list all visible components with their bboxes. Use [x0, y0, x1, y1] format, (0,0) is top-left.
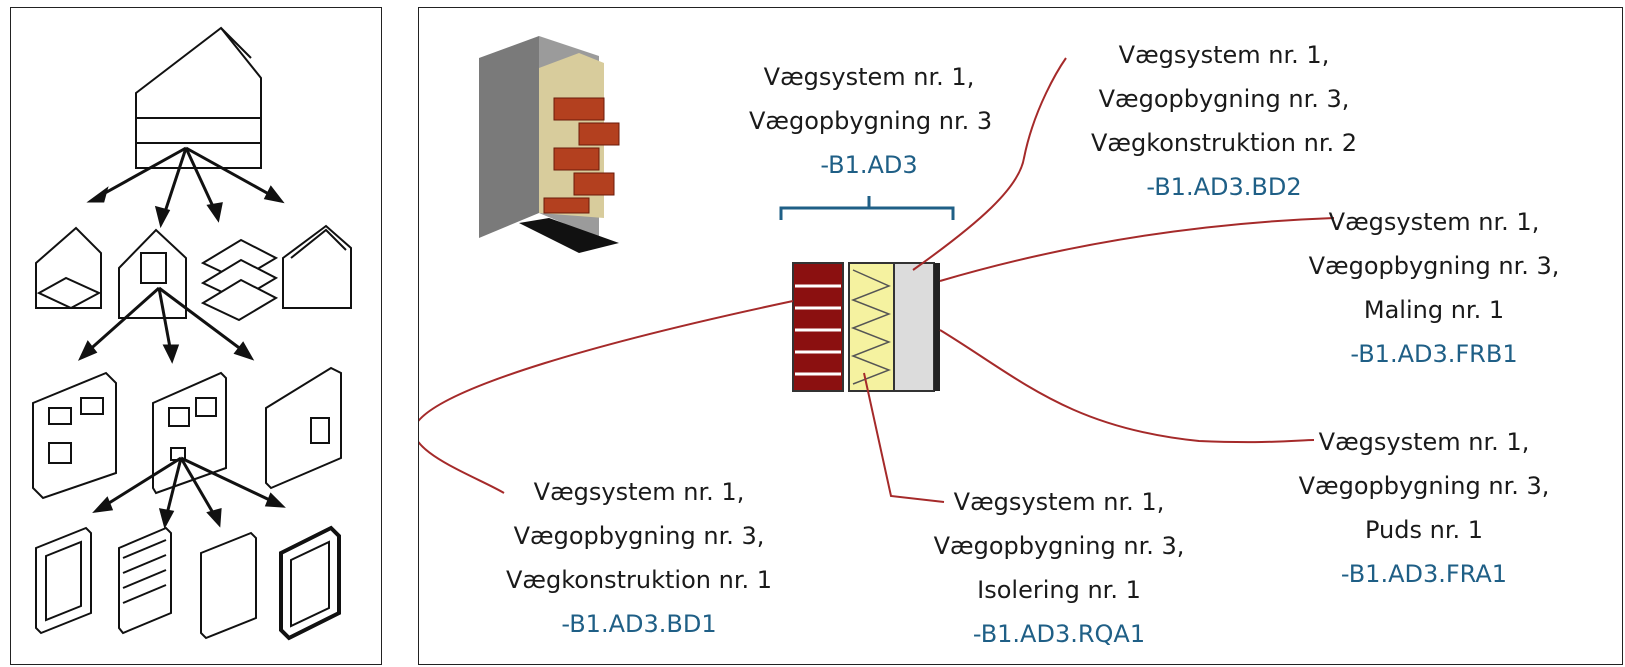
label-code: -B1.AD3.BD1 — [561, 610, 717, 638]
leader-bd1 — [419, 300, 794, 494]
label-line: Vægsystem nr. 1, — [533, 478, 745, 506]
label-line: Vægopbygning nr. 3, — [1308, 252, 1560, 280]
label-line: Vægsystem nr. 1, — [1328, 208, 1540, 236]
wall-elements-row — [32, 366, 342, 500]
label-line: Vægsystem nr. 1, — [953, 488, 1165, 516]
label-b1-ad3-fra1: Vægsystem nr. 1, Vægopbygning nr. 3, Pud… — [1294, 420, 1554, 596]
house-icon — [135, 26, 262, 169]
brace-icon — [779, 196, 955, 220]
label-line: Vægsystem nr. 1, — [1318, 428, 1530, 456]
brick-wall-3d-icon — [479, 36, 620, 253]
label-line: Vægopbygning nr. 3, — [1298, 472, 1550, 500]
label-line: Vægsystem nr. 1, — [1118, 41, 1330, 69]
label-line: Vægsystem nr. 1, — [763, 63, 975, 91]
label-line: Isolering nr. 1 — [977, 576, 1141, 604]
insulation-layer — [848, 262, 895, 392]
label-b1-ad3: Vægsystem nr. 1, Vægopbygning nr. 3 -B1.… — [749, 55, 993, 187]
wall-buildup-panel: Vægsystem nr. 1, Vægopbygning nr. 3 -B1.… — [418, 7, 1623, 665]
house-parts-row — [35, 224, 352, 322]
label-code: -B1.AD3.BD2 — [1146, 173, 1302, 201]
label-code: -B1.AD3.FRB1 — [1350, 340, 1518, 368]
label-line: Puds nr. 1 — [1364, 516, 1484, 544]
label-b1-ad3-rqa1: Vægsystem nr. 1, Vægopbygning nr. 3, Iso… — [924, 480, 1194, 656]
label-line: Vægopbygning nr. 3, — [513, 522, 765, 550]
label-code: -B1.AD3.RQA1 — [972, 620, 1146, 648]
label-line: Vægopbygning nr. 3, — [1098, 85, 1350, 113]
label-line: Vægkonstruktion nr. 1 — [505, 566, 773, 594]
leader-frb1 — [939, 217, 1335, 282]
label-code: -B1.AD3 — [820, 151, 918, 179]
label-b1-ad3-bd2: Vægsystem nr. 1, Vægopbygning nr. 3, Væg… — [1079, 33, 1369, 209]
house-hierarchy-icon — [32, 26, 352, 641]
label-b1-ad3-frb1: Vægsystem nr. 1, Vægopbygning nr. 3, Mal… — [1304, 200, 1564, 376]
wall-section-diagram — [419, 36, 1335, 503]
label-line: Vægopbygning nr. 3 — [749, 107, 993, 135]
leader-fra1 — [939, 329, 1315, 444]
component-elements-row — [35, 525, 341, 641]
building-hierarchy-panel — [10, 7, 382, 665]
plaster-layer — [893, 262, 940, 392]
leader-rqa1 — [863, 372, 945, 503]
label-line: Vægkonstruktion nr. 2 — [1090, 129, 1358, 157]
label-code: -B1.AD3.FRA1 — [1340, 560, 1508, 588]
label-b1-ad3-bd1: Vægsystem nr. 1, Vægopbygning nr. 3, Væg… — [499, 470, 779, 646]
brick-layer — [792, 262, 844, 392]
label-line: Vægopbygning nr. 3, — [933, 532, 1185, 560]
leader-bd2 — [912, 57, 1067, 271]
label-line: Maling nr. 1 — [1363, 296, 1505, 324]
